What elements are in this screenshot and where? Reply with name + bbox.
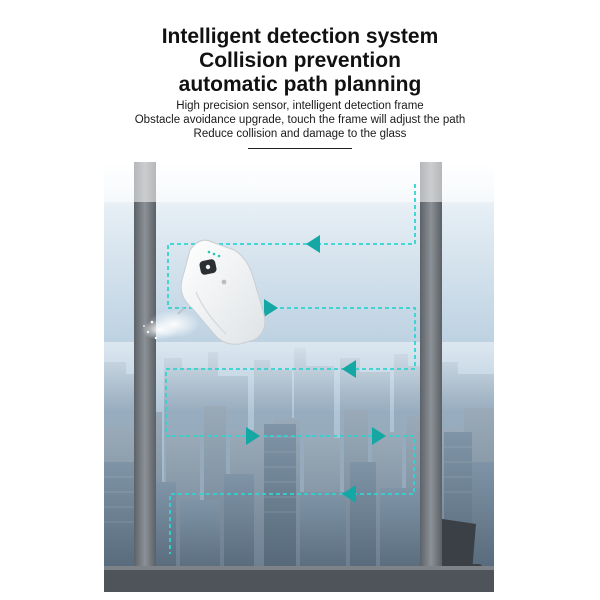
direction-arrow-icon (246, 427, 260, 445)
headline-3: automatic path planning (178, 73, 422, 96)
title-divider (248, 148, 352, 149)
headline-1: Intelligent detection system (161, 25, 439, 48)
subtitle-line-3: Reduce collision and damage to the glass (193, 128, 407, 140)
direction-arrows (246, 235, 386, 503)
direction-arrow-icon (342, 360, 356, 378)
direction-arrow-icon (306, 235, 320, 253)
subtitle-line-2: Obstacle avoidance upgrade, touch the fr… (134, 114, 466, 126)
direction-arrow-icon (372, 427, 386, 445)
headline-2: Collision prevention (199, 49, 401, 72)
direction-arrow-icon (342, 485, 356, 503)
subtitle-line-1: High precision sensor, intelligent detec… (176, 100, 424, 112)
window-scene-illustration (104, 162, 494, 592)
window-cleaning-robot-icon (177, 239, 266, 345)
direction-arrow-icon (264, 299, 278, 317)
spray-mist-icon (142, 310, 200, 340)
window-frame (104, 162, 494, 592)
scene-svg (104, 162, 494, 592)
top-glow (104, 162, 494, 202)
